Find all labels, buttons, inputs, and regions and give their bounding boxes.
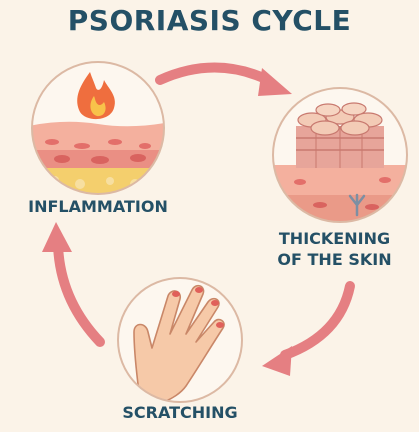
arrow-thickening-to-scratching (262, 281, 355, 376)
scratching-illustration (117, 277, 243, 403)
label-thickening-line2: OF THE SKIN (277, 250, 392, 269)
label-thickening: THICKENING OF THE SKIN (250, 228, 419, 270)
label-inflammation: INFLAMMATION (28, 197, 168, 216)
hand-icon (133, 284, 225, 402)
arrow-scratching-to-inflammation (42, 222, 105, 347)
flame-icon (77, 72, 115, 120)
inflammation-illustration (31, 61, 165, 195)
thickening-illustration (272, 87, 408, 223)
label-thickening-line1: THICKENING (278, 229, 391, 248)
arrow-inflammation-to-thickening (155, 62, 292, 96)
label-scratching: SCRATCHING (122, 403, 238, 422)
diagram-title: PSORIASIS CYCLE (67, 4, 352, 37)
